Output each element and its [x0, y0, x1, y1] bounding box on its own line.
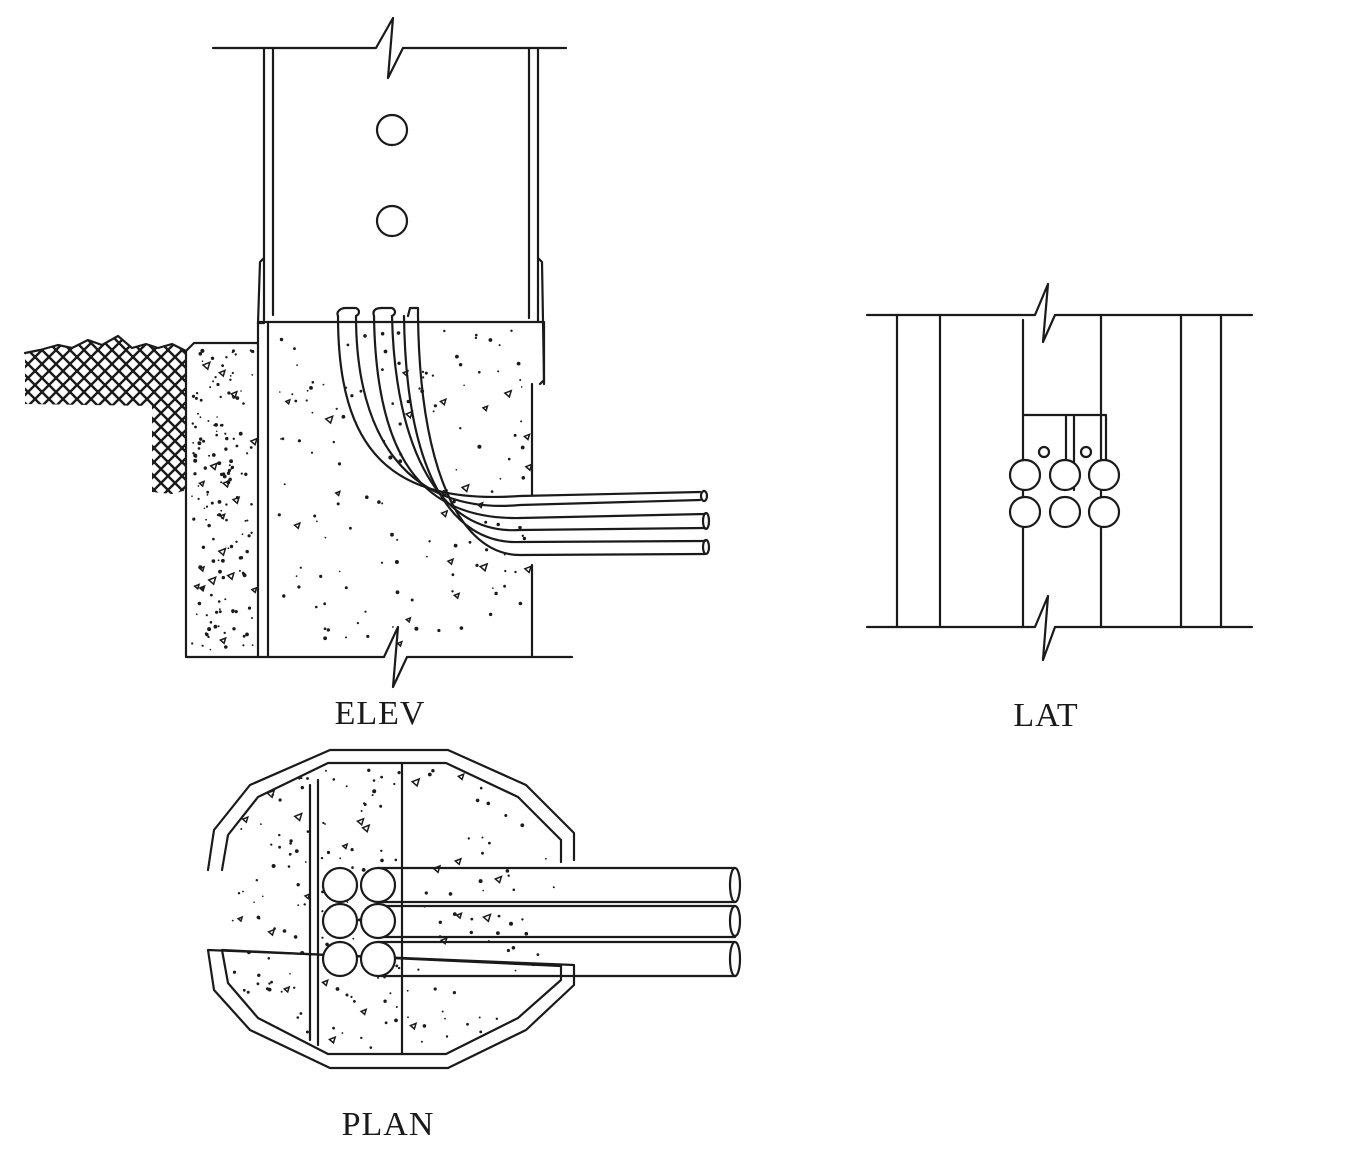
plan-bar-ends: [321, 866, 397, 978]
plan-label: PLAN: [342, 1106, 435, 1143]
column-right-flange: [527, 46, 540, 324]
lateral-bar-ends: [1008, 458, 1121, 529]
concrete-footing: [188, 322, 533, 656]
elevation-label: ELEV: [335, 695, 426, 732]
small-hole: [1037, 445, 1051, 459]
outer-footing-outline: [184, 341, 260, 659]
plan-bars: [376, 866, 742, 978]
column-left-flange: [262, 46, 275, 322]
lateral-view: LAT: [865, 282, 1254, 734]
pile-cap-outline: [256, 320, 546, 659]
small-hole: [1079, 445, 1093, 459]
lateral-top-line: [865, 282, 1254, 344]
plan-inner-octagon: [220, 761, 563, 1056]
elevation-view: ELEV: [23, 16, 711, 732]
plan-outer-octagon: [206, 748, 576, 1070]
lateral-bottom-line: [865, 594, 1254, 662]
soil-hatch: [25, 336, 187, 494]
column-bolt: [375, 204, 409, 238]
elevation-top-break-line: [211, 16, 568, 80]
elevation-bottom-break-line: [185, 625, 574, 689]
plan-view: PLAN: [206, 748, 742, 1143]
bent-anchor-bars: [336, 306, 711, 557]
lateral-label: LAT: [1013, 697, 1078, 734]
column-bolt: [375, 113, 409, 147]
